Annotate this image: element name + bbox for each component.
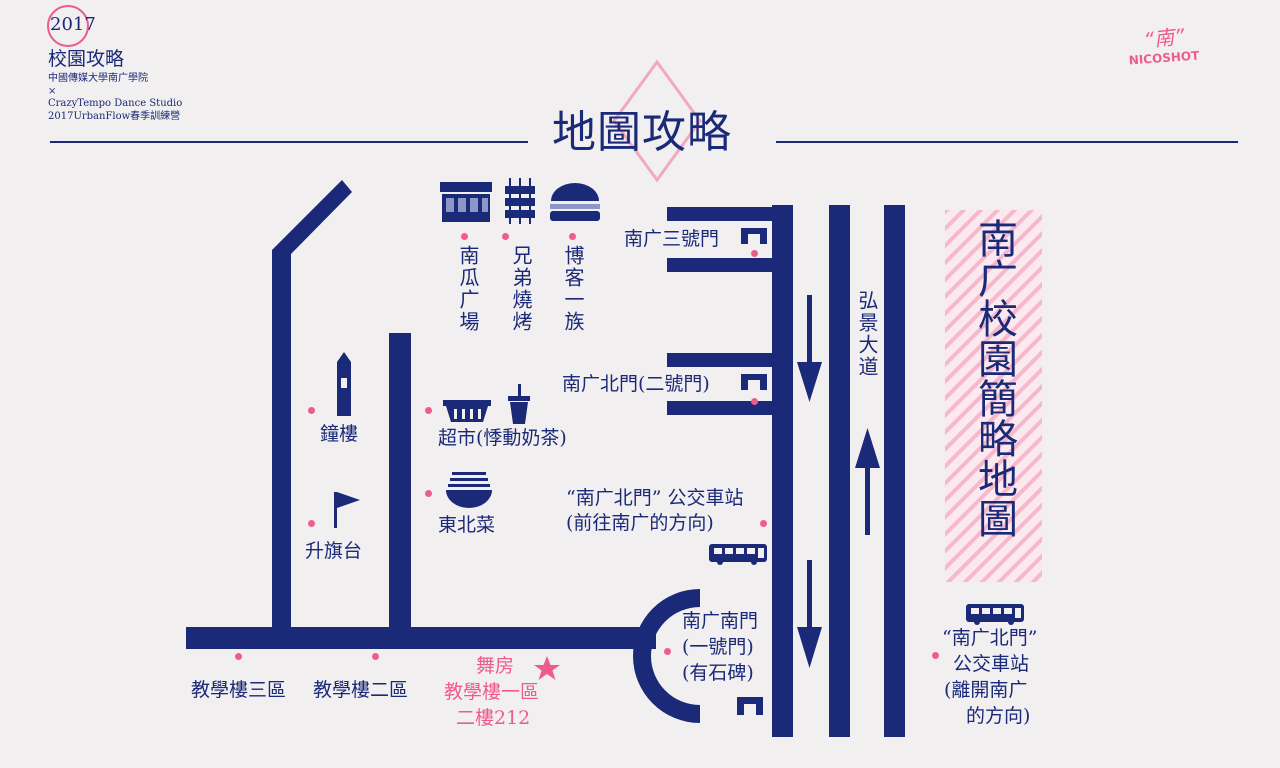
header-line3: CrazyTempo Dance Studio xyxy=(48,98,183,109)
header-block: 2017 校園攻略 中國傳媒大學南广學院 × CrazyTempo Dance … xyxy=(48,14,182,123)
label-bell-tower: 鐘樓 xyxy=(320,423,359,445)
arrow-up-icon xyxy=(855,428,880,535)
gate-icon xyxy=(741,228,767,244)
label-bus-to-0: “南广北門” 公交車站 xyxy=(566,487,744,509)
marker-boke xyxy=(569,233,576,240)
label-bus-from-2: (離開南广 xyxy=(944,679,1028,701)
page-title: 地圖攻略 xyxy=(552,107,732,158)
marker-pumpkin xyxy=(461,233,468,240)
basket-icon xyxy=(443,400,491,422)
gate2-top-bar xyxy=(667,353,773,367)
label-dance-room-0: 舞房 xyxy=(476,655,515,677)
label-south-gate-1: (一號門) xyxy=(682,636,754,658)
noodle-bowl-icon xyxy=(446,472,492,508)
brand-logo: “南” NICOSHOT xyxy=(1124,22,1204,68)
cafe-building-icon xyxy=(440,182,492,222)
label-pumpkin: 南瓜广場 xyxy=(456,245,480,333)
label-boke: 博客一族 xyxy=(561,245,585,333)
label-dance-room-2: 二樓212 xyxy=(456,707,531,729)
title-diamond xyxy=(612,59,702,183)
label-bus-from-1: 公交車站 xyxy=(953,653,1030,675)
marker-gate3 xyxy=(751,250,758,257)
star-icon xyxy=(534,656,560,680)
label-gate2: 南广北門(二號門) xyxy=(562,373,710,395)
label-dongbei: 東北菜 xyxy=(438,514,496,536)
label-supermarket: 超市(悸動奶茶) xyxy=(438,427,567,449)
gate3-top-bar xyxy=(667,207,773,221)
marker-bus-to xyxy=(760,520,767,527)
road-lane-right xyxy=(884,205,905,737)
bus-icon xyxy=(966,604,1024,625)
flag-icon xyxy=(334,492,360,528)
bus-icon xyxy=(709,544,767,565)
road-lane-left xyxy=(829,205,850,737)
side-title: 南广校園簡略地圖 xyxy=(971,218,1017,538)
burger-icon xyxy=(550,183,600,221)
marker-dongbei xyxy=(425,490,432,497)
road-south-gate-arc xyxy=(633,589,700,723)
marker-south-gate xyxy=(664,648,671,655)
roads xyxy=(186,180,905,737)
label-road: 弘景大道 xyxy=(855,290,879,378)
marker-supermarket xyxy=(425,407,432,414)
marker-gate2 xyxy=(751,398,758,405)
label-bus-from-0: “南广北門” xyxy=(942,627,1038,649)
label-bus-to-1: (前往南广的方向) xyxy=(566,512,714,534)
road-inner-vertical xyxy=(389,333,411,630)
label-south-gate-2: (有石碑) xyxy=(682,662,754,684)
marker-bbq xyxy=(502,233,509,240)
label-bbq: 兄弟燒烤 xyxy=(509,245,533,333)
label-teach3: 教學樓三區 xyxy=(191,679,287,701)
header-title: 校園攻略 xyxy=(48,48,125,70)
gate3-bottom-bar xyxy=(667,258,773,272)
header-line2: × xyxy=(48,85,57,97)
header-line1: 中國傳媒大學南广學院 xyxy=(48,73,148,84)
milk-tea-icon xyxy=(508,384,530,424)
gate-icon xyxy=(741,374,767,390)
label-teach2: 教學樓二區 xyxy=(313,679,409,701)
side-title-panel xyxy=(945,210,1042,582)
arrow-down-icon xyxy=(797,560,822,668)
year-circle xyxy=(47,5,89,47)
marker-teach2 xyxy=(372,653,379,660)
marker-flag xyxy=(308,520,315,527)
gate2-bottom-bar xyxy=(667,401,773,415)
marker-bell-tower xyxy=(308,407,315,414)
gate-icon xyxy=(737,697,763,715)
road-campus-wall xyxy=(772,205,793,737)
skewer-icon xyxy=(505,178,535,224)
header-line4: 2017UrbanFlow春季訓練營 xyxy=(48,110,181,122)
label-south-gate-0: 南广南門 xyxy=(682,610,759,632)
bell-tower-icon xyxy=(337,352,351,416)
label-dance-room-1: 教學樓一區 xyxy=(444,681,540,703)
header-year: 2017 xyxy=(50,14,96,35)
marker-teach3 xyxy=(235,653,242,660)
road-left-building xyxy=(272,180,352,630)
marker-bus-from xyxy=(932,652,939,659)
label-gate3: 南广三號門 xyxy=(624,228,720,250)
label-bus-from-3: 的方向) xyxy=(966,705,1031,727)
road-horizontal xyxy=(186,627,656,649)
arrow-down-icon xyxy=(797,295,822,402)
label-flag: 升旗台 xyxy=(305,540,363,562)
